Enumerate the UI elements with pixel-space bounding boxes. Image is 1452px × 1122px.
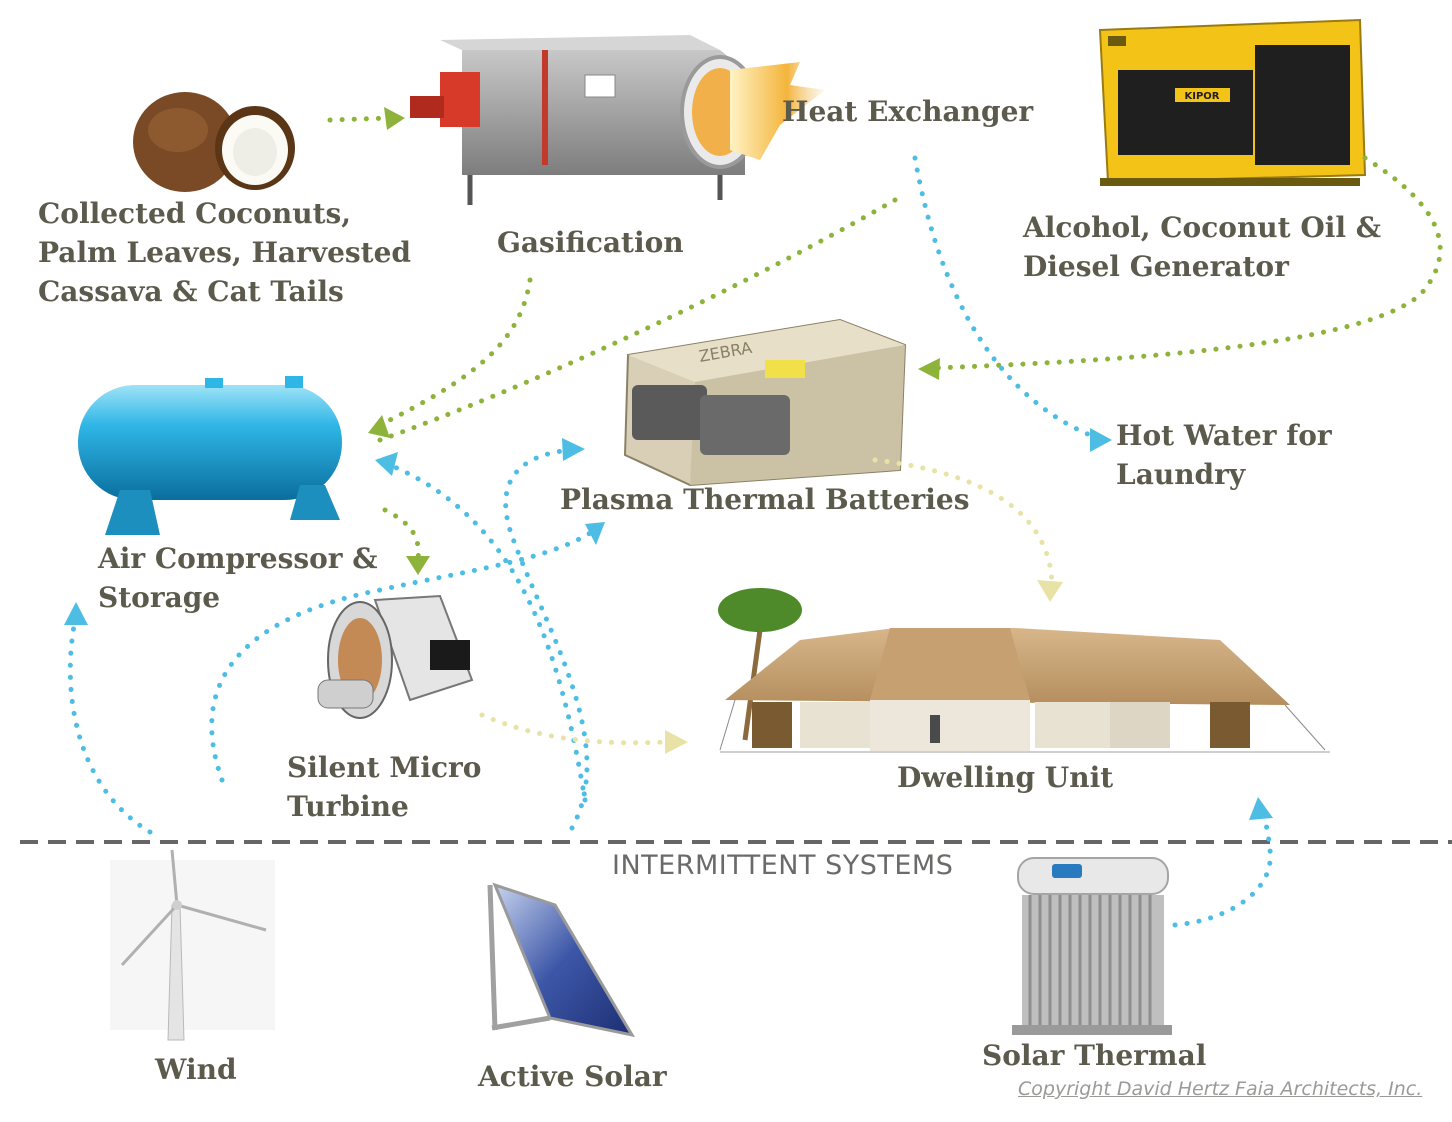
label-wind-line-1: Wind [155, 1053, 237, 1086]
label-heat-exchanger-line-1: Heat Exchanger [782, 95, 1034, 128]
arrowhead-compressor-green [368, 415, 390, 438]
dwelling-icon [718, 588, 1330, 753]
label-hot-water-line-2: Laundry [1116, 458, 1246, 491]
label-hot-water: Hot Water for Laundry [1116, 416, 1332, 494]
arrowhead-compressor-solar [375, 452, 398, 476]
micro-turbine-icon [317, 594, 474, 719]
label-wind: Wind [155, 1050, 237, 1089]
label-generator: Alcohol, Coconut Oil & Diesel Generator [1023, 208, 1381, 286]
flow-compressor-to-turbine [382, 507, 421, 563]
label-air-compressor-line-2: Storage [98, 581, 221, 614]
arrowhead-dwelling-batteries [1037, 580, 1063, 602]
label-generator-line-2: Diesel Generator [1023, 250, 1289, 283]
label-active-solar: Active Solar [478, 1057, 667, 1096]
coconut-icon [133, 92, 295, 192]
label-micro-turbine: Silent Micro Turbine [287, 748, 481, 826]
air-tank-icon [78, 376, 342, 535]
flow-heatexchanger-to-hotwater [912, 155, 1098, 440]
solar-panel-icon [487, 882, 636, 1038]
label-hot-water-line-1: Hot Water for [1116, 419, 1332, 452]
arrowhead-dwelling-thermal [1249, 797, 1273, 820]
label-generator-line-1: Alcohol, Coconut Oil & [1023, 211, 1382, 244]
flow-solar-to-batteries [503, 447, 590, 831]
label-batteries-line-1: Plasma Thermal Batteries [560, 483, 970, 516]
arrowhead-batteries-turbine [585, 522, 605, 545]
flow-coconuts-to-gasification [327, 115, 393, 123]
gasification-unit-icon [410, 35, 825, 205]
label-dwelling-line-1: Dwelling Unit [897, 761, 1114, 794]
flow-turbine-to-dwelling [479, 712, 668, 746]
flow-gasification-to-compressor [377, 277, 533, 428]
label-gasification: Gasification [497, 223, 684, 262]
arrowhead-dwelling-turbine [665, 730, 688, 754]
arrowhead-hotwater [1090, 428, 1112, 452]
label-micro-turbine-line-2: Turbine [287, 790, 409, 823]
solar-thermal-icon [1012, 857, 1172, 1035]
label-micro-turbine-line-1: Silent Micro [287, 751, 482, 784]
label-heat-exchanger: Heat Exchanger [782, 92, 1033, 131]
arrowhead-turbine-green [406, 556, 430, 575]
label-batteries: Plasma Thermal Batteries [560, 480, 970, 519]
copyright-notice[interactable]: Copyright David Hertz Faia Architects, I… [1018, 1078, 1423, 1100]
flow-batteries-to-dwelling [872, 457, 1055, 588]
generator-icon: KIPOR [1098, 18, 1367, 186]
flow-generator-to-batteries [932, 155, 1443, 371]
arrowhead-batteries-green [918, 358, 940, 380]
label-air-compressor: Air Compressor & Storage [98, 539, 378, 617]
arrowhead-batteries-solar [562, 438, 585, 461]
arrowhead-gasification [384, 107, 405, 130]
arrowhead-compressor-wind [64, 602, 88, 625]
flow-solarthermal-to-dwelling [1172, 807, 1273, 928]
label-coconuts: Collected Coconuts, Palm Leaves, Harvest… [38, 194, 411, 311]
battery-icon: ZEBRA [623, 318, 907, 487]
label-coconuts-line-1: Collected Coconuts, [38, 197, 352, 230]
section-title-intermittent: INTERMITTENT SYSTEMS [612, 850, 954, 881]
label-solar-thermal: Solar Thermal [982, 1036, 1206, 1075]
flow-wind-to-compressor [67, 617, 153, 835]
generator-brand: KIPOR [1185, 91, 1220, 102]
label-gasification-line-1: Gasification [497, 226, 684, 259]
label-air-compressor-line-1: Air Compressor & [98, 542, 378, 575]
label-dwelling: Dwelling Unit [897, 758, 1113, 797]
flow-turbine-to-batteries [209, 527, 598, 783]
label-solar-thermal-line-1: Solar Thermal [982, 1039, 1207, 1072]
label-coconuts-line-3: Cassava & Cat Tails [38, 275, 344, 308]
wind-turbine-icon [110, 849, 275, 1041]
label-coconuts-line-2: Palm Leaves, Harvested [38, 236, 411, 269]
label-active-solar-line-1: Active Solar [478, 1060, 667, 1093]
flow-heatexchanger-to-compressor [377, 197, 898, 443]
